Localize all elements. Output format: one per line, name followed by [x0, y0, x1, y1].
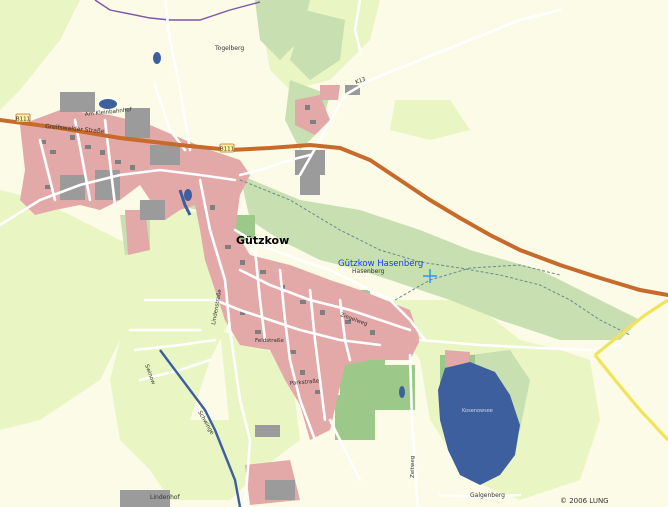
- street-label-parkstrasse: Parkstraße: [290, 378, 320, 387]
- stream-dashed-2: [394, 264, 561, 301]
- lake-kosenowsee: [438, 362, 520, 485]
- place-marker-label[interactable]: Gützkow Hasenberg: [338, 259, 423, 269]
- yellow-road-2: [593, 354, 668, 442]
- yellow-road: [594, 298, 668, 357]
- industrial-areas: [60, 85, 360, 507]
- place-label-galgenberg: Galgenberg: [470, 492, 505, 499]
- boundary-line: [94, 0, 261, 21]
- road-shield-b111-west: B111: [15, 113, 31, 123]
- road-shield-label: B111: [220, 147, 234, 153]
- canal: [159, 349, 242, 507]
- map-credit: © 2006 LUNG: [560, 497, 609, 505]
- place-label-togelberg: Togelberg: [214, 45, 244, 52]
- major-road-b111: [0, 118, 668, 297]
- street-label-zeitweg: Zeitweg: [410, 456, 416, 478]
- road-shield-b111-center: B111: [219, 143, 235, 153]
- stream-dashed: [239, 179, 631, 336]
- water-bodies: [99, 52, 520, 485]
- place-label-lindenhof: Lindenhof: [150, 494, 181, 501]
- street-label-feldstrasse: Feldstraße: [255, 338, 284, 344]
- buildings: [40, 105, 375, 394]
- lake-label: Kosenowsee: [462, 408, 493, 414]
- place-label-hasenberg: Hasenberg: [352, 268, 385, 275]
- place-marker-crosshair[interactable]: [423, 269, 437, 283]
- street-label-kleinbahnhof: Am Kleinbahnhof: [85, 107, 133, 118]
- road-label-k13: K13: [355, 76, 367, 85]
- road-shield-label: B111: [16, 117, 30, 123]
- town-label-gutzkow: Gützkow: [236, 234, 289, 247]
- river: [178, 189, 192, 216]
- minor-roads: [0, 0, 622, 507]
